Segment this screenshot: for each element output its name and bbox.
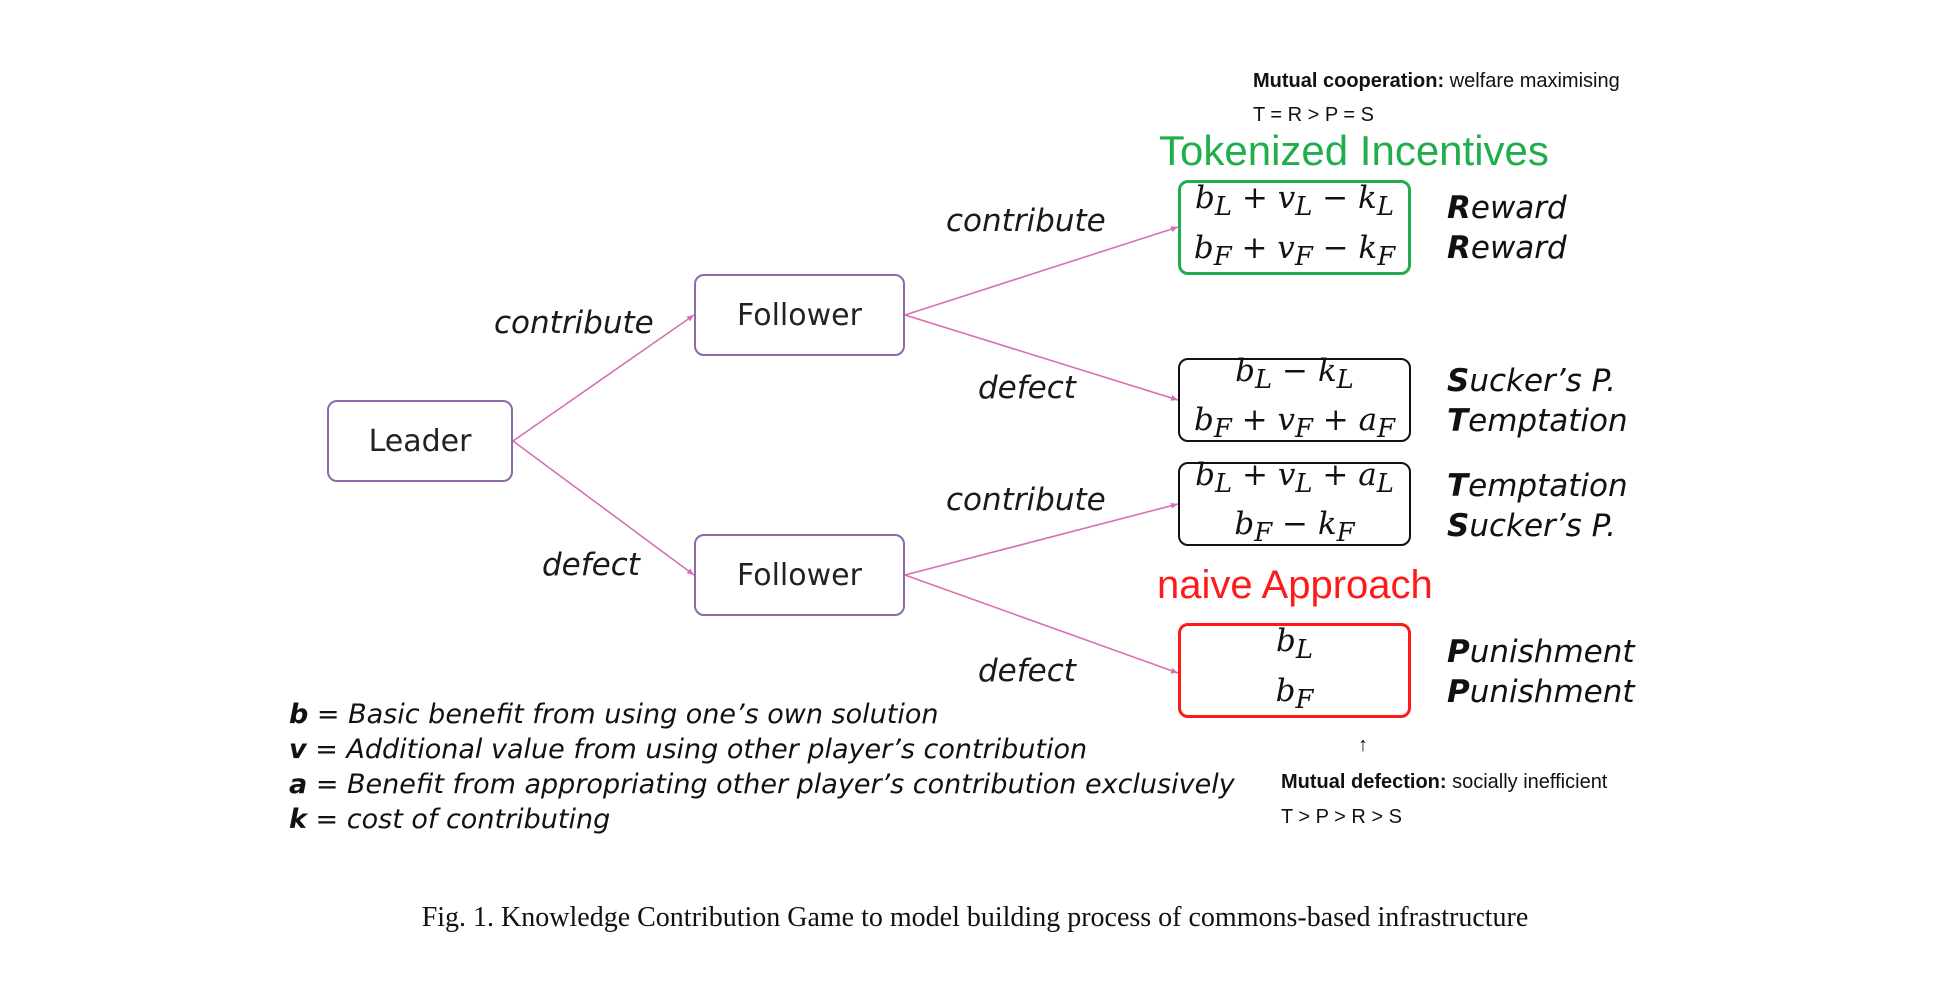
- edge-leader-contribute: [512, 314, 695, 442]
- edge-fb-defect: [904, 574, 1179, 674]
- edge-label-leader-contribute: contribute: [494, 305, 654, 341]
- legend-item-v: v = Additional value from using other pl…: [289, 734, 1088, 765]
- edge-fb-contribute: [904, 502, 1179, 576]
- follower-node-top: Follower: [694, 274, 905, 356]
- edge-label-ft-defect: defect: [978, 370, 1076, 406]
- mutual-cooperation-label: Mutual cooperation:: [1253, 70, 1445, 92]
- legend-item-k: k = cost of contributing: [289, 804, 611, 835]
- edge-label-ft-contribute: contribute: [946, 203, 1106, 239]
- mutual-defection-text: socially inefficient: [1446, 771, 1608, 793]
- mutual-defection-label: Mutual defection:: [1281, 771, 1447, 793]
- payoff-dd-leader: bL: [1275, 623, 1313, 666]
- edge-leader-defect: [512, 440, 695, 576]
- leader-node: Leader: [327, 400, 513, 482]
- payoff-cd-leader: bL − kL: [1235, 352, 1354, 395]
- outcome-cd: Sucker’s P. Temptation: [1447, 363, 1628, 439]
- outcome-dc: Temptation Sucker’s P.: [1447, 468, 1628, 544]
- edge-ft-defect: [904, 314, 1179, 401]
- legend-item-b: b = Basic benefit from using one’s own s…: [289, 699, 939, 730]
- mutual-cooperation-note: Mutual cooperation: welfare maximising: [1253, 70, 1675, 93]
- outcome-dd: Punishment Punishment: [1447, 634, 1635, 710]
- legend: b = Basic benefit from using one’s own s…: [289, 697, 1235, 837]
- payoff-cd-follower: bF + vF + aF: [1194, 402, 1395, 445]
- payoff-cc-follower: bF + vF − kF: [1193, 229, 1396, 272]
- payoff-box-cc: bL + vL − kL bF + vF − kF: [1178, 180, 1411, 275]
- payoff-dc-leader: bL + vL + aL: [1195, 456, 1394, 499]
- edge-label-fb-contribute: contribute: [946, 482, 1106, 518]
- arrow-up-icon: ↑: [1358, 734, 1368, 756]
- follower-top-label: Follower: [737, 297, 862, 333]
- leader-label: Leader: [368, 423, 472, 459]
- follower-node-bottom: Follower: [694, 534, 905, 616]
- mutual-cooperation-order: T = R > P = S: [1253, 104, 1374, 126]
- edge-ft-contribute: [904, 226, 1179, 316]
- outcome-cc: Reward Reward: [1447, 190, 1567, 266]
- edge-label-fb-defect: defect: [978, 653, 1076, 689]
- payoff-dd-follower: bF: [1275, 672, 1314, 715]
- payoff-box-cd: bL − kL bF + vF + aF: [1178, 353, 1411, 444]
- mutual-defection-note: Mutual defection: socially inefficient: [1281, 771, 1607, 794]
- edge-label-leader-defect: defect: [542, 547, 640, 583]
- naive-approach-title: naive Approach: [1157, 563, 1433, 607]
- mutual-cooperation-text: welfare maximising: [1444, 70, 1620, 92]
- mutual-defection-order: T > P > R > S: [1281, 806, 1402, 828]
- legend-item-a: a = Benefit from appropriating other pla…: [289, 769, 1235, 800]
- follower-bottom-label: Follower: [737, 557, 862, 593]
- figure-caption: Fig. 1. Knowledge Contribution Game to m…: [421, 902, 1529, 933]
- payoff-box-dd: bL bF: [1178, 623, 1411, 718]
- payoff-dc-follower: bF − kF: [1234, 506, 1355, 549]
- payoff-box-dc: bL + vL + aL bF − kF: [1178, 457, 1411, 548]
- payoff-cc-leader: bL + vL − kL: [1195, 180, 1394, 223]
- tokenized-incentives-title: Tokenized Incentives: [1159, 127, 1549, 174]
